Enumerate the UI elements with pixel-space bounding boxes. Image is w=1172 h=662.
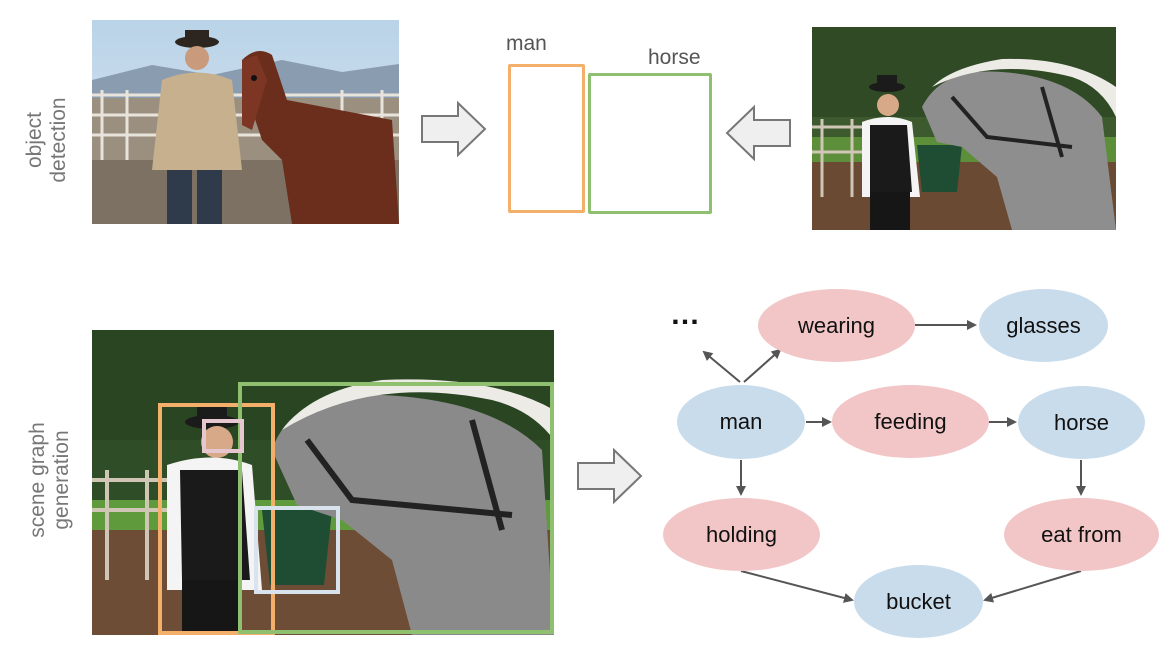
- horse-bounding-box: [588, 73, 712, 214]
- node-holding: holding: [663, 498, 820, 571]
- node-feeding: feeding: [832, 385, 989, 458]
- man-box-label: man: [506, 32, 547, 55]
- node-eat-from: eat from: [1004, 498, 1159, 571]
- edge-man-to-wearing: [743, 348, 782, 383]
- node-man: man: [677, 385, 805, 459]
- horse-box-label: horse: [648, 46, 701, 69]
- right-arrow-icon: [421, 100, 487, 158]
- node-wearing: wearing: [758, 289, 915, 362]
- photo-scene-with-boxes: [92, 330, 554, 635]
- node-glasses: glasses: [979, 289, 1108, 362]
- node-horse: horse: [1018, 386, 1145, 459]
- node-bucket: bucket: [854, 565, 983, 638]
- man-bounding-box: [508, 64, 585, 213]
- edge-holding-to-bucket: [740, 570, 854, 603]
- edge-man-to-ellipsis: [702, 350, 741, 383]
- edge-eat-from-to-bucket: [983, 570, 1082, 603]
- right-arrow-icon: [577, 447, 643, 505]
- photo-man-with-brown-horse: [92, 20, 399, 224]
- more-relations-ellipsis: …: [670, 298, 700, 331]
- photo-man-feeding-horse-small: [812, 27, 1116, 230]
- left-arrow-icon: [725, 104, 791, 162]
